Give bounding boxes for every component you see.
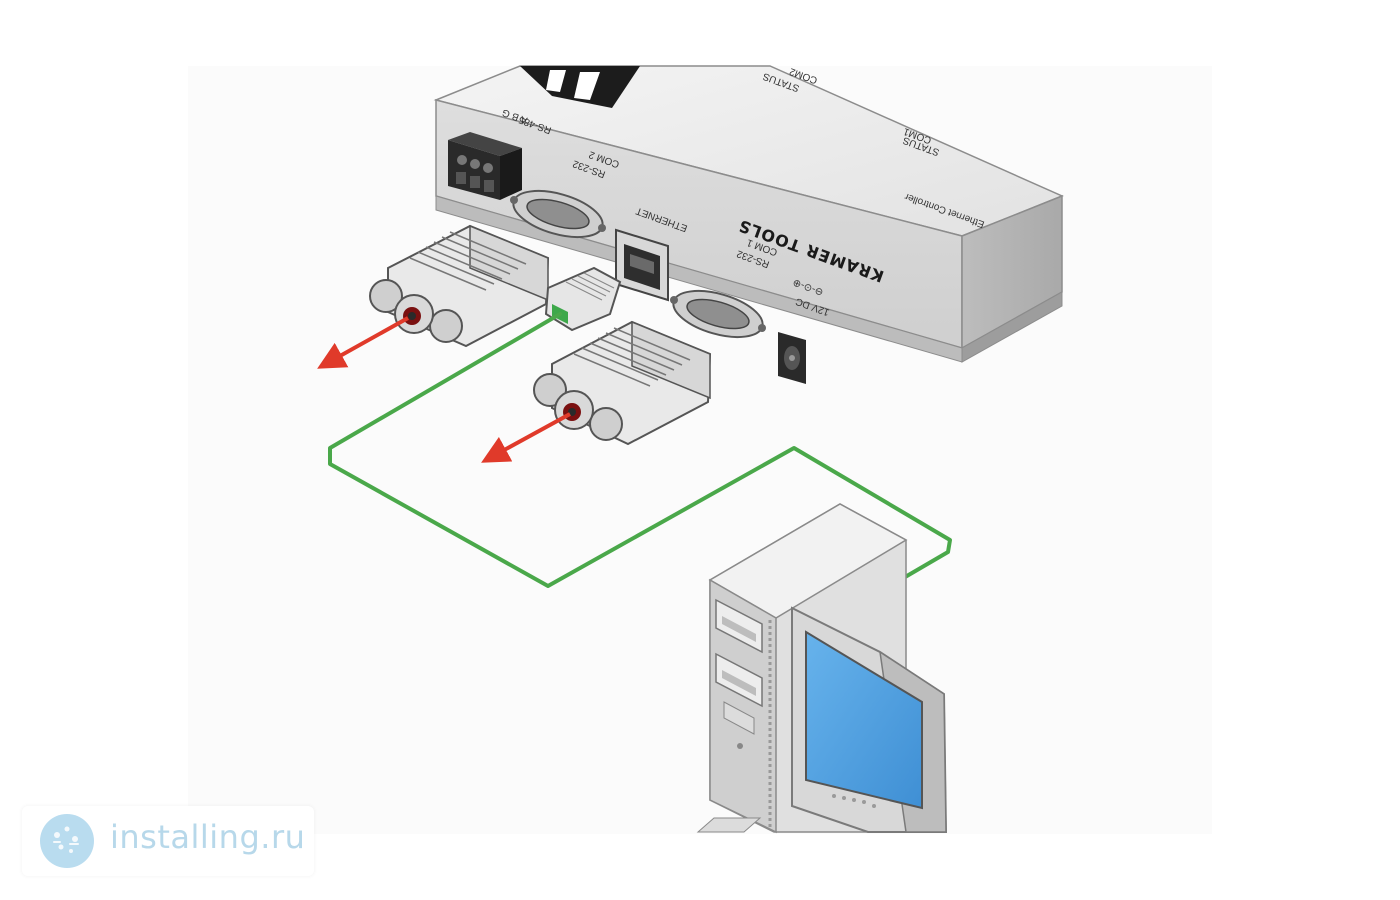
kramer-logo-icon: [520, 66, 640, 108]
drive-bay-2: [715, 652, 763, 708]
rs485-terminal: [448, 132, 522, 200]
monitor-buttons: [832, 794, 876, 808]
com2-output-arrow: [317, 316, 409, 369]
rj45-plug: [544, 266, 622, 332]
watermark: installing.ru: [22, 806, 314, 876]
com2-db9-plug: [369, 224, 550, 348]
installing-logo-icon: [40, 814, 94, 868]
com1-db9-plug: [533, 320, 712, 446]
ethernet-cable: [328, 312, 952, 588]
power-jack: [778, 332, 806, 384]
com2-port: [510, 189, 606, 239]
keyboard: [696, 817, 762, 833]
pc-monitor: [791, 606, 948, 833]
com1-output-arrow: [481, 412, 571, 463]
monitor-screen: [805, 630, 923, 810]
drive-bay-1: [715, 598, 763, 654]
ethernet-controller: STATUS COM1 STATUS COM2 Ethernet Control…: [433, 65, 1064, 384]
ethernet-port: [615, 228, 669, 302]
watermark-text: installing.ru: [110, 818, 306, 856]
com1-port: [670, 289, 766, 339]
